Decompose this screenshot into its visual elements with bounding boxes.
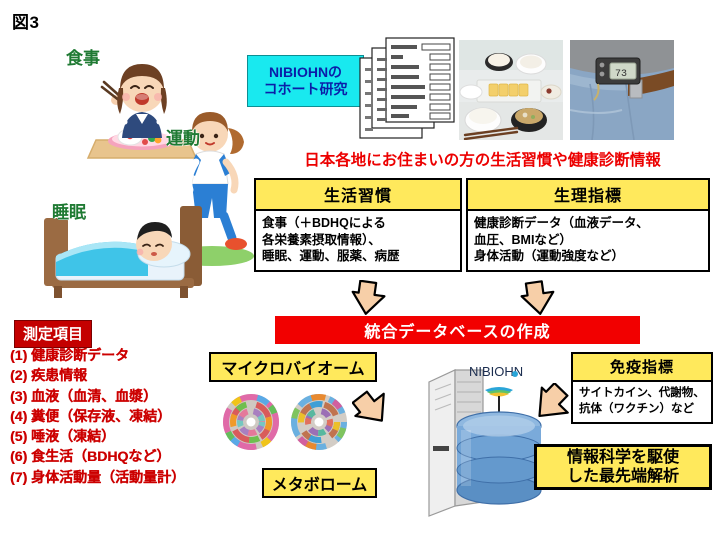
headline-text: 日本各地にお住まいの方の生活習慣や健康診断情報 xyxy=(304,152,661,169)
cohort-study-box: NIBIOHNの コホート研究 xyxy=(247,55,364,107)
list-item: (4) 糞便（保存液、凍結） xyxy=(10,407,171,424)
panel-lifestyle-title: 生活習慣 xyxy=(256,180,460,211)
immune-line-1: サイトカイン、代謝物、 xyxy=(579,387,705,399)
panel-immune-title: 免疫指標 xyxy=(573,354,711,382)
panel-physiology-body: 健康診断データ（血液データ、 血圧、BMIなど） 身体活動（運動強度など） xyxy=(468,211,708,270)
panel-immune: 免疫指標 サイトカイン、代謝物、 抗体（ワクチン）など xyxy=(571,352,713,425)
immune-line-2: 抗体（ワクチン）など xyxy=(579,402,694,415)
cohort-line-2: コホート研究 xyxy=(263,81,348,97)
down-arrow-icon xyxy=(520,280,555,315)
list-item: (2) 疾患情報 xyxy=(10,367,87,384)
physiology-line-2: 血圧、BMIなど） xyxy=(474,232,572,247)
down-arrow-icon xyxy=(538,383,569,418)
pedometer-on-jeans-photo: 73 xyxy=(570,40,674,140)
list-item: (6) 食生活（BDHQなど） xyxy=(10,448,171,465)
list-item: (1) 健康診断データ xyxy=(10,347,129,363)
panel-physiology-title: 生理指標 xyxy=(468,180,708,211)
list-item: (5) 唾液（凍結） xyxy=(10,428,115,445)
advanced-analysis-box: 情報科学を駆使 した最先端解析 xyxy=(534,444,712,490)
analysis-line-1: 情報科学を駆使 xyxy=(566,448,679,466)
woman-eating-meal-icon xyxy=(86,64,198,159)
cohort-line-1: NIBIOHNの xyxy=(268,63,343,80)
physiology-line-3: 身体活動（運動強度など） xyxy=(474,249,625,264)
label-diet: 食事 xyxy=(66,49,100,68)
list-item: (7) 身体活動量（活動量計） xyxy=(10,468,185,485)
down-arrow-icon xyxy=(352,390,385,422)
figure-label: 図3 xyxy=(12,13,40,32)
label-exercise: 運動 xyxy=(166,129,200,148)
microbiome-box: マイクロバイオーム xyxy=(209,352,377,382)
database-logo-text: NIBIOHN xyxy=(469,364,523,379)
analysis-line-2: した最先端解析 xyxy=(566,468,679,485)
lifestyle-line-2: 各栄養素摂取情報）、 xyxy=(262,232,381,247)
lifestyle-line-3: 睡眠、運動、服薬、病歴 xyxy=(262,249,400,264)
svg-text:73: 73 xyxy=(615,69,627,80)
japanese-meal-photo xyxy=(459,40,563,140)
integrated-database-banner: 統合データベースの作成 xyxy=(275,316,640,344)
questionnaire-sheets-icon xyxy=(359,37,455,139)
metabolome-box: メタボローム xyxy=(262,468,377,498)
man-sleeping-in-bed-icon xyxy=(44,206,202,298)
down-arrow-icon xyxy=(351,280,386,315)
krona-sunburst-plot-icon xyxy=(223,394,279,450)
measurement-title: 測定項目 xyxy=(14,320,93,348)
krona-sunburst-plot-icon xyxy=(291,394,347,450)
measurement-list: (1) 健康診断データ (2) 疾患情報 (3) 血液（血清、血漿） (4) 糞… xyxy=(10,345,230,487)
physiology-line-1: 健康診断データ（血液データ、 xyxy=(474,216,649,230)
panel-lifestyle: 生活習慣 食事（＋BDHQによる 各栄養素摂取情報）、 睡眠、運動、服薬、病歴 xyxy=(254,178,462,272)
list-item: (3) 血液（血清、血漿） xyxy=(10,387,157,404)
panel-immune-body: サイトカイン、代謝物、 抗体（ワクチン）など xyxy=(573,382,711,422)
panel-physiology: 生理指標 健康診断データ（血液データ、 血圧、BMIなど） 身体活動（運動強度な… xyxy=(466,178,710,272)
lifestyle-line-1: 食事（＋BDHQによる xyxy=(262,216,386,230)
database-cylinder-icon: NIBIOHN xyxy=(428,364,542,517)
label-sleep: 睡眠 xyxy=(52,203,86,222)
panel-lifestyle-body: 食事（＋BDHQによる 各栄養素摂取情報）、 睡眠、運動、服薬、病歴 xyxy=(256,211,460,270)
